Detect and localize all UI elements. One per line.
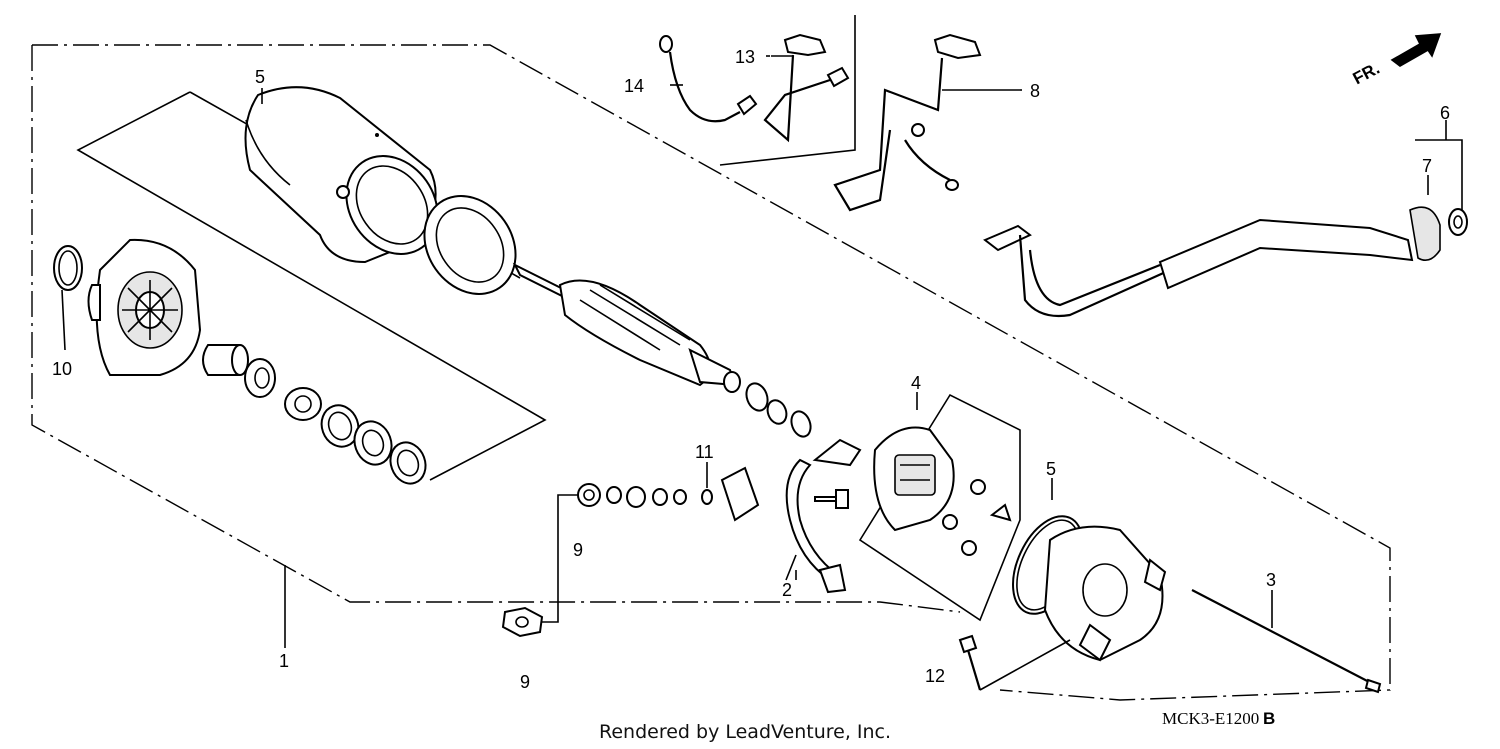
- front-cover[interactable]: [87, 238, 202, 376]
- front-direction-label: FR.: [1350, 59, 1383, 89]
- armature[interactable]: [512, 262, 741, 393]
- brush-springs[interactable]: [942, 479, 1012, 556]
- callout-7: 7: [1422, 156, 1432, 176]
- front-direction-arrow: FR.: [1350, 33, 1442, 89]
- terminal-washers[interactable]: [606, 486, 687, 508]
- callouts: 1 2 3 4 5 5 6 7 8 9 9 10 11 12 13 14: [52, 47, 1450, 692]
- callout-4: 4: [911, 373, 921, 393]
- lower-nut[interactable]: [501, 606, 544, 638]
- footer: Rendered by LeadVenture, Inc. MCK3-E1200…: [599, 709, 1275, 743]
- callout-3: 3: [1266, 570, 1276, 590]
- terminal-nut[interactable]: [535, 483, 601, 623]
- battery-cable[interactable]: [833, 33, 1020, 212]
- cable-group-divider: [719, 15, 856, 166]
- leader-lines: [261, 55, 1447, 581]
- motor-yoke[interactable]: [244, 86, 457, 271]
- diagram-code-suffix: B: [1263, 709, 1275, 728]
- armature-washers[interactable]: [743, 380, 814, 439]
- callout-9-upper: 9: [573, 540, 583, 560]
- thrust-washers[interactable]: [316, 400, 431, 488]
- starter-cable[interactable]: [763, 33, 850, 143]
- magnet-ring[interactable]: [406, 178, 534, 311]
- callout-1: 1: [279, 651, 289, 671]
- brush-holder[interactable]: [873, 426, 955, 532]
- diagram-code: MCK3-E1200: [1162, 709, 1259, 728]
- brush-plate-spring[interactable]: [785, 438, 862, 594]
- insulator-block[interactable]: [720, 466, 760, 522]
- brush-holder-outline: [858, 393, 1021, 622]
- callout-12: 12: [925, 666, 945, 686]
- callout-9-lower: 9: [520, 672, 530, 692]
- footer-credit: Rendered by LeadVenture, Inc.: [599, 721, 891, 743]
- oil-seal[interactable]: [244, 358, 276, 398]
- callout-5-lower: 5: [1046, 459, 1056, 479]
- mounting-bolt[interactable]: [958, 634, 1071, 691]
- lock-washer[interactable]: [284, 387, 322, 421]
- callout-2: 2: [782, 580, 792, 600]
- callout-6: 6: [1440, 103, 1450, 123]
- terminal-boot[interactable]: [1409, 175, 1441, 261]
- callout-10: 10: [52, 359, 72, 379]
- callout-11: 11: [695, 442, 714, 462]
- callout-5-upper: 5: [255, 67, 265, 87]
- o-ring[interactable]: [53, 245, 83, 351]
- callout-13: 13: [735, 47, 755, 67]
- callout-8: 8: [1030, 81, 1040, 101]
- ring-terminal[interactable]: [1415, 139, 1468, 236]
- rear-cover[interactable]: [1043, 525, 1167, 662]
- positive-cable[interactable]: [983, 218, 1414, 318]
- brush-screw[interactable]: [814, 489, 849, 509]
- through-bolt[interactable]: [1191, 589, 1382, 694]
- assembly-outline: [31, 44, 1391, 701]
- starter-ground-cable[interactable]: [659, 35, 758, 123]
- needle-bearing[interactable]: [202, 344, 249, 376]
- insulator-washer[interactable]: [701, 462, 713, 505]
- callout-14: 14: [624, 76, 644, 96]
